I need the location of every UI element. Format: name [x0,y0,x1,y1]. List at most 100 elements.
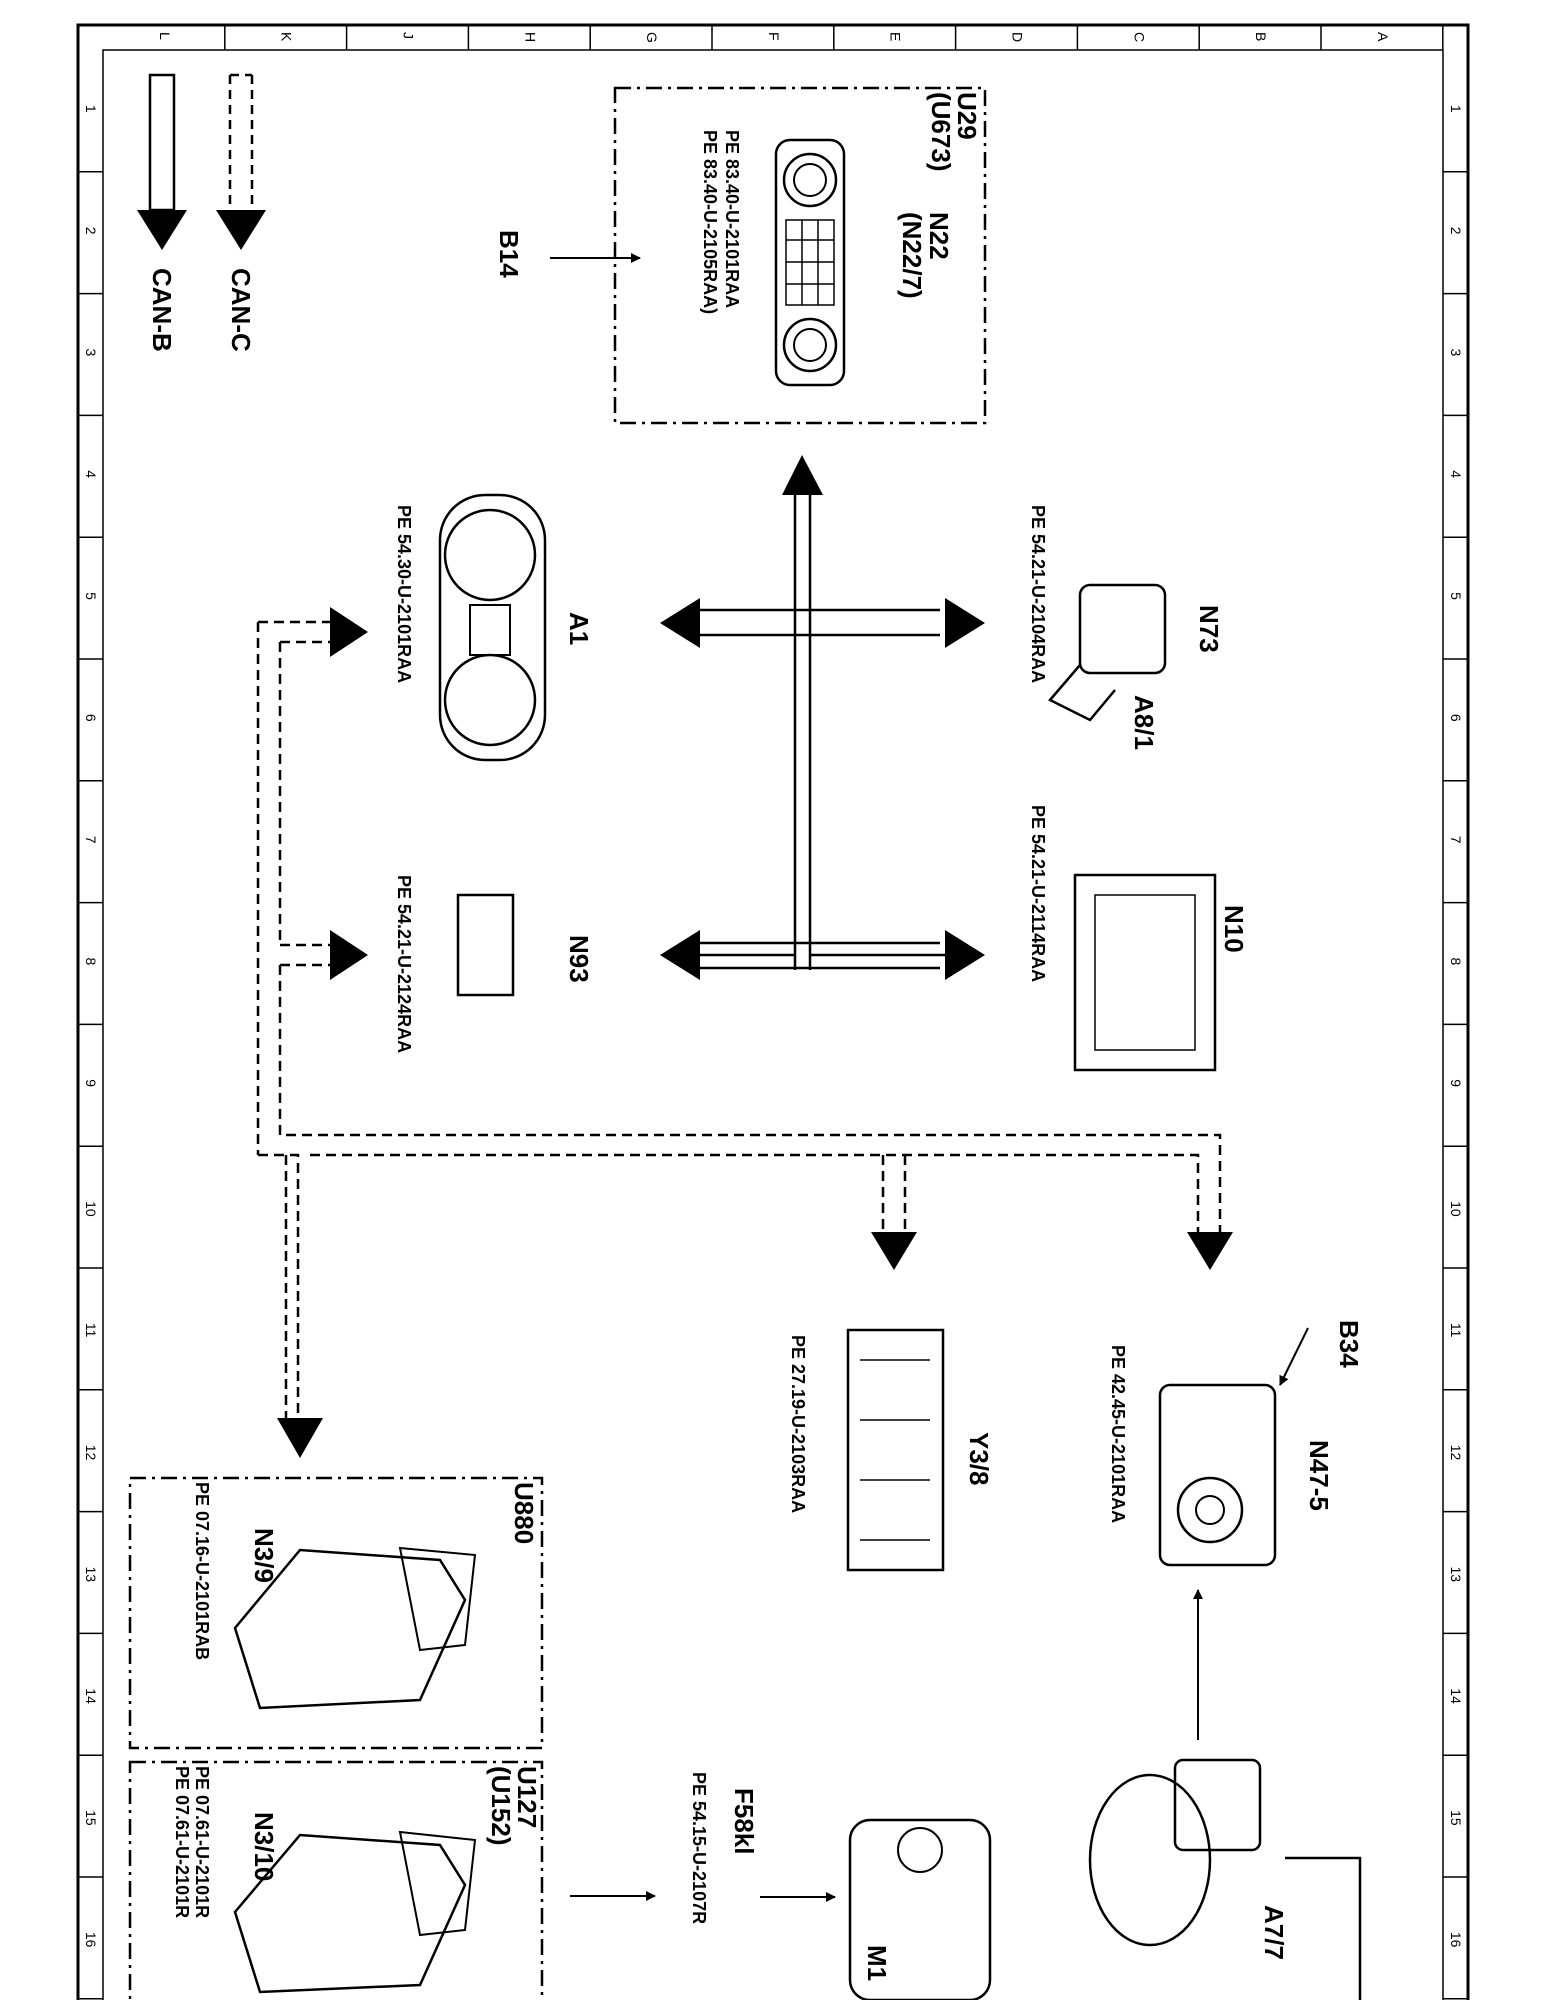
b14-label: B14 [494,230,524,278]
grid-column-label: C [1131,32,1147,42]
grid-row-label: 4 [1448,470,1464,478]
legend: CAN-B CAN-C [137,73,266,352]
grid-row-label: 13 [83,1567,99,1583]
y3-8-label: Y3/8 [964,1432,994,1486]
grid-column-label: B [1253,32,1269,41]
brake-booster-icon [1088,1773,1212,1947]
grid-column-label: L [157,32,173,40]
legend-can-b: CAN-B [137,73,187,352]
u29-label: U29 [952,92,982,140]
grid-column-label: E [888,32,904,41]
grid-row-label: 10 [83,1201,99,1217]
grid-row-label: 12 [1448,1445,1464,1461]
a1-instrument-cluster: A1 PE 54.30-U-2101RAA [394,493,594,762]
grid-row-label: 11 [83,1323,99,1338]
grid-row-label: 3 [1448,349,1464,357]
n93-module: N93 PE 54.21-U-2124RAA [394,875,594,1053]
module-icon [1073,873,1217,1072]
n10-ref[interactable]: PE 54.21-U-2114RAA [1028,805,1048,982]
grid-row-label: 8 [1448,958,1464,966]
bus-arrow-up [782,455,823,495]
ecu-icon [233,1548,467,1710]
grid-row-label: 14 [1448,1688,1464,1704]
n3-10-label: N3/10 [249,1812,279,1881]
ignition-switch-icon [1078,583,1167,675]
n10-label: N10 [1219,905,1249,953]
legend-can-b-label: CAN-B [147,268,177,352]
m1-ref[interactable]: PE 54.15-U-2107R [689,1772,709,1924]
bus-arrow-n93 [660,930,700,980]
grid-row-label: 9 [1448,1079,1464,1087]
grid-column-label: D [1010,32,1026,42]
grid-row-label: 12 [83,1445,99,1461]
grid-row-label: 1 [1448,105,1464,113]
m1-starter: F58kl M1 PE 54.15-U-2107R [689,1772,992,2000]
f58kl-label: F58kl [729,1788,759,1855]
m1-label: M1 [862,1945,892,1981]
n73-label: N73 [1194,605,1224,653]
n93-label: N93 [564,935,594,983]
u880-engine-control: U880 N3/9 PE 07.16-U-2101RAB [128,1476,544,1750]
grid-row-label: 6 [83,714,99,722]
grid-row-label: 1 [83,105,99,113]
y3-8-valve-body: Y3/8 PE 27.19-U-2103RAA [788,1328,994,1572]
a7-7-label: A7/7 [1259,1905,1289,1960]
grid-row-label: 4 [83,470,99,478]
climate-control-panel-icon [774,138,846,387]
grid-column-label: K [279,32,295,42]
bus-arrow-a1 [660,598,700,648]
n47-5-module: B34 N47-5 PE 42.45-U-2101RAA [1108,1320,1364,1567]
grid-row-label: 11 [1448,1323,1464,1338]
legend-can-c: CAN-C [216,73,266,352]
u673-label: (U673) [926,92,956,171]
grid-row-label: 16 [1448,1932,1464,1948]
grid-row-label: 2 [83,227,99,235]
grid-column-label: J [401,32,417,39]
legend-can-c-label: CAN-C [226,268,256,352]
a1-ref[interactable]: PE 54.30-U-2101RAA [394,505,414,683]
n3-9-label: N3/9 [249,1528,279,1583]
drawing-frame [76,23,1470,2000]
can-c-arrow-u880 [277,1418,323,1458]
grid-row-label: 8 [83,958,99,966]
grid-row-label: 13 [1448,1567,1464,1583]
n73-ignition-switch: N73 A8/1 PE 54.21-U-2104RAA [1028,505,1224,750]
valve-body-icon [846,1328,945,1572]
can-c-arrow-y3 [871,1232,917,1270]
a8-1-label: A8/1 [1129,695,1159,750]
u29-ref-2[interactable]: PE 83.40-U-2105RAA) [700,130,720,314]
u29-ref-1[interactable]: PE 83.40-U-2101RAA [722,130,742,308]
grid-row-label: 6 [1448,714,1464,722]
grid-row-label: 9 [83,1079,99,1087]
n93-ref[interactable]: PE 54.21-U-2124RAA [394,875,414,1053]
a1-label: A1 [564,612,594,645]
grid-column-label: F [766,32,782,41]
n3-10-ref-2[interactable]: PE 07.61-U-2101R [172,1766,192,1918]
grid-row-label: 2 [1448,227,1464,235]
n22-label: N22 [924,212,954,260]
can-b-bus [690,493,947,970]
n3-9-ref[interactable]: PE 07.16-U-2101RAB [192,1482,212,1660]
can-c-arrow-n47 [1187,1232,1233,1270]
u880-label: U880 [509,1482,539,1544]
grid-row-label: 14 [83,1688,99,1704]
a7-7-brake-booster: A7/7 [1088,1758,1362,2000]
b14-sensor: B14 [494,230,641,278]
grid-row-label: 15 [1448,1810,1464,1826]
bus-arrow-n10 [945,930,985,980]
module-icon [456,893,515,997]
can-c-arrow-a1 [330,607,368,657]
grid-column-label: H [522,32,538,42]
n3-10-ref-1[interactable]: PE 07.61-U-2101R [192,1766,212,1918]
n47-ref[interactable]: PE 42.45-U-2101RAA [1108,1345,1128,1523]
n73-ref[interactable]: PE 54.21-U-2104RAA [1028,505,1048,683]
grid-row-label: 10 [1448,1201,1464,1217]
grid-column-label: G [644,32,660,43]
u152-label: (U152) [486,1766,516,1845]
grid-row-label: 15 [83,1810,99,1826]
can-c-arrow-n93 [330,930,368,980]
b34-label: B34 [1334,1320,1364,1368]
y3-ref[interactable]: PE 27.19-U-2103RAA [788,1335,808,1513]
